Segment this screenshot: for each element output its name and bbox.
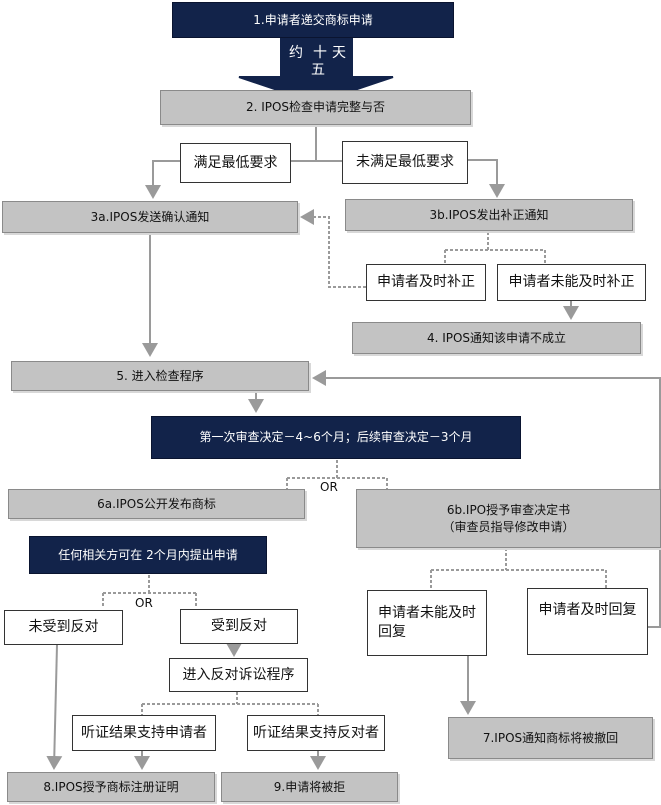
exam-duration-banner: 第一次审查决定－4~6个月；后续审查决定－3个月 xyxy=(151,416,521,459)
step-6b-line-1: 6b.IPO授予审查决定书 xyxy=(446,503,571,518)
opposition-period-banner: 任何相关方可在 2个月内提出申请 xyxy=(29,536,267,574)
not-meet-min-label: 未满足最低要求 xyxy=(342,141,468,184)
step-4-invalid: 4. IPOS通知该申请不成立 xyxy=(352,322,641,354)
or-label-2: OR xyxy=(135,596,153,610)
step-8-registration: 8.IPOS授予商标注册证明 xyxy=(7,772,215,802)
arrow-days-text-2: 十 xyxy=(313,45,327,61)
not-timely-reply-line-2: 回复 xyxy=(378,624,406,640)
or-label-1: OR xyxy=(320,480,338,494)
opposed-box: 受到反对 xyxy=(180,609,298,644)
not-timely-reply-line-1: 申请者未能及时 xyxy=(378,605,476,622)
hearing-applicant-box: 听证结果支持申请者 xyxy=(72,715,216,751)
step-2-check: 2. IPOS检查申请完整与否 xyxy=(160,90,471,125)
no-opposition-box: 未受到反对 xyxy=(4,610,123,645)
arrow-days-text-4: 五 xyxy=(311,62,325,78)
arrow-days-text-1: 约 xyxy=(289,45,303,61)
arrow-days-text-3: 天 xyxy=(332,45,346,61)
step-6b-decision: 6b.IPO授予审查决定书 （审查员指导修改申请） xyxy=(356,489,661,548)
hearing-opponent-box: 听证结果支持反对者 xyxy=(247,715,385,751)
step-6b-line-2: （审查员指导修改申请） xyxy=(442,519,575,534)
not-timely-fix-box: 申请者未能及时补正 xyxy=(497,264,646,301)
timely-fix-box: 申请者及时补正 xyxy=(366,264,486,301)
step-6a-publish: 6a.IPOS公开发布商标 xyxy=(8,489,305,519)
litigation-box: 进入反对诉讼程序 xyxy=(169,658,308,692)
timely-reply-box: 申请者及时回复 xyxy=(527,588,648,655)
meet-min-label: 满足最低要求 xyxy=(180,143,291,183)
step-5-examination: 5. 进入检查程序 xyxy=(11,361,309,391)
step-3a-confirm: 3a.IPOS发送确认通知 xyxy=(2,201,298,233)
step-7-withdraw: 7.IPOS通知商标将被撤回 xyxy=(448,717,653,759)
step-9-rejected: 9.申请将被拒 xyxy=(221,772,398,802)
step-1-submit: 1.申请者递交商标申请 xyxy=(172,2,454,38)
step-3b-correction: 3b.IPOS发出补正通知 xyxy=(345,199,633,231)
not-timely-reply-box: 申请者未能及时 回复 xyxy=(367,590,487,656)
